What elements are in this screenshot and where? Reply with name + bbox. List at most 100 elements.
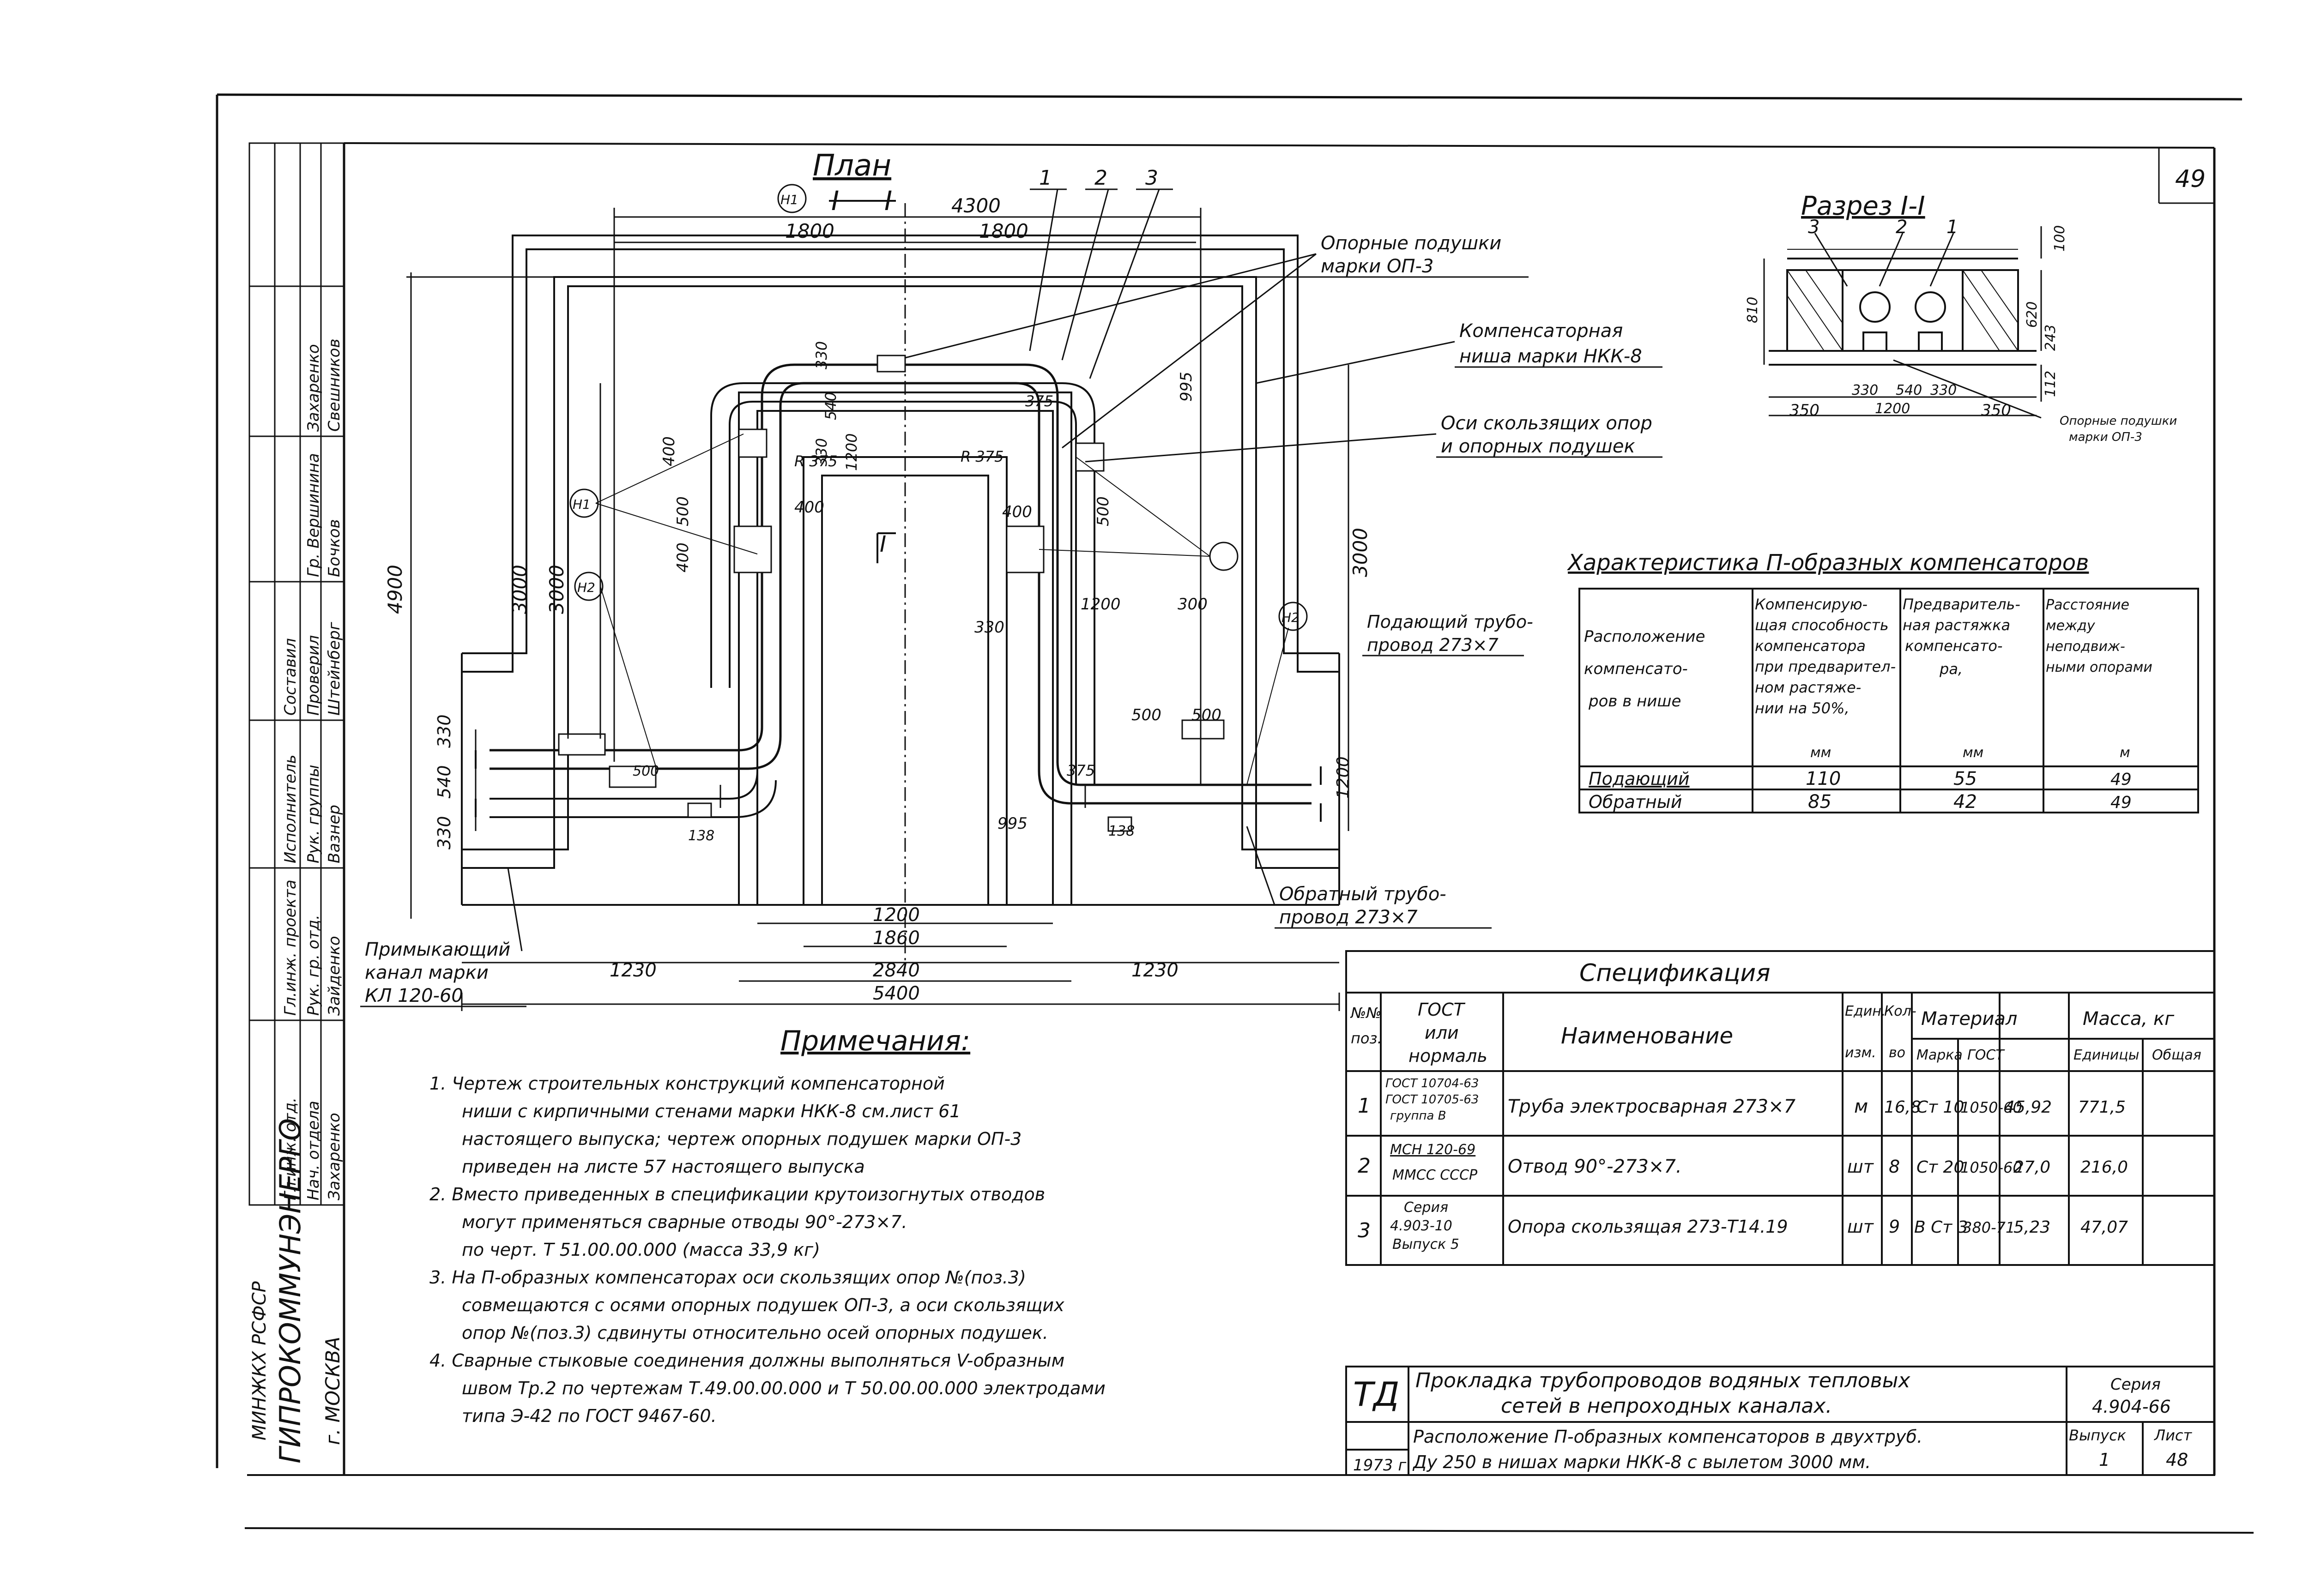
section-drawing (1769, 258, 2037, 366)
svg-text:компенсато-: компенсато- (1584, 660, 1688, 678)
svg-text:500: 500 (1094, 496, 1112, 526)
sheet-number: 49 (2175, 165, 2206, 193)
svg-text:1860: 1860 (873, 927, 920, 949)
svg-text:16,8: 16,8 (1884, 1098, 1921, 1117)
svg-text:Оси скользящих опор: Оси скользящих опор (1441, 413, 1652, 434)
mark-n1-top: Н1 (780, 192, 798, 207)
char-row-2-name: Обратный (1589, 792, 1682, 812)
svg-text:45,92: 45,92 (2004, 1098, 2052, 1117)
svg-text:1200: 1200 (1081, 595, 1121, 614)
svg-text:138: 138 (688, 828, 714, 844)
svg-text:или: или (1425, 1023, 1459, 1043)
svg-text:Кол-: Кол- (1884, 1003, 1916, 1019)
stamp-name-4: Штейнберг (325, 621, 344, 716)
svg-text:620: 620 (2024, 301, 2040, 328)
svg-text:КЛ 120-60: КЛ 120-60 (365, 985, 463, 1006)
series-value: 4.904-66 (2092, 1397, 2171, 1417)
svg-text:330: 330 (434, 816, 454, 849)
svg-text:47,07: 47,07 (2080, 1218, 2128, 1237)
stamp-name-1: Захаренко (325, 1113, 344, 1200)
svg-text:350: 350 (1789, 401, 1819, 420)
stamp-name-8: Захаренко (304, 344, 323, 432)
notes-title: Примечания: (780, 1025, 970, 1057)
svg-text:3: 3 (1358, 1219, 1371, 1242)
mark-n1-left: Н1 (573, 497, 591, 512)
svg-text:330: 330 (1930, 382, 1957, 398)
sheet-label: Лист (2154, 1427, 2192, 1444)
svg-text:1200: 1200 (873, 904, 920, 926)
svg-text:шт: шт (1847, 1217, 1874, 1237)
svg-text:ГОСТ: ГОСТ (1418, 1000, 1466, 1020)
svg-text:400: 400 (794, 498, 824, 517)
svg-text:9: 9 (1889, 1217, 1900, 1237)
svg-text:Предваритель-: Предваритель- (1903, 596, 2020, 613)
title-year: 1973 г (1353, 1456, 1407, 1475)
svg-text:Масса, кг: Масса, кг (2083, 1008, 2175, 1030)
plan-dimension-lines (406, 208, 1358, 1011)
svg-text:1200: 1200 (843, 434, 860, 471)
char-row-2-v2: 42 (1953, 791, 1977, 813)
svg-text:1230: 1230 (610, 960, 657, 981)
title-block-text: ТД Прокладка трубопроводов водяных тепло… (1353, 1369, 2192, 1475)
stamp-city: г. МОСКВА (321, 1337, 344, 1445)
stamp-role-2: Гл.инж. отд. (281, 1097, 300, 1200)
svg-text:375: 375 (1025, 392, 1053, 410)
svg-text:Выпуск 5: Выпуск 5 (1392, 1236, 1459, 1253)
svg-text:совмещаются с осями опорных по: совмещаются с осями опорных подушек ОП-3… (462, 1295, 1064, 1315)
svg-text:4.903-10: 4.903-10 (1390, 1218, 1452, 1234)
plan-marks: Н1 Н1 Н2 Н2 (569, 184, 1308, 785)
plan-leader-labels: Опорные подушки марки ОП-3 Компенсаторна… (360, 233, 1662, 1007)
svg-text:1230: 1230 (1131, 960, 1179, 981)
svg-text:поз.: поз. (1351, 1030, 1382, 1047)
svg-text:1050-60: 1050-60 (1960, 1159, 2022, 1176)
svg-text:настоящего выпуска; чертеж опо: настоящего выпуска; чертеж опорных подуш… (462, 1129, 1022, 1149)
stamp-role-3: Рук. гр. отд. (304, 915, 323, 1016)
svg-text:330: 330 (434, 714, 454, 748)
side-stamp (248, 142, 345, 1206)
svg-text:8: 8 (1889, 1156, 1900, 1177)
svg-text:Опорные подушки: Опорные подушки (2060, 414, 2177, 428)
svg-text:№№: №№ (1350, 1004, 1382, 1022)
svg-text:1200: 1200 (1875, 401, 1910, 417)
svg-text:2840: 2840 (873, 960, 920, 981)
svg-text:500: 500 (1131, 706, 1161, 724)
char-row-1-v3: 49 (2110, 770, 2132, 789)
sheet-value: 48 (2166, 1450, 2188, 1470)
svg-text:330: 330 (813, 438, 830, 466)
svg-text:шт: шт (1847, 1156, 1874, 1177)
svg-text:при предварител-: при предварител- (1755, 658, 1896, 675)
svg-text:4. Сварные стыковые соединения: 4. Сварные стыковые соединения должны вы… (429, 1350, 1064, 1371)
svg-text:500: 500 (1191, 706, 1221, 724)
svg-text:540: 540 (434, 765, 454, 799)
svg-text:540: 540 (1896, 382, 1922, 398)
svg-text:между: между (2046, 618, 2096, 634)
svg-text:375: 375 (1067, 762, 1095, 779)
svg-text:Труба электросварная 273×7: Труба электросварная 273×7 (1508, 1096, 1796, 1117)
stamp-role-1: Нач. отдела (304, 1101, 323, 1200)
series-label: Серия (2110, 1375, 2161, 1394)
svg-text:3000: 3000 (1349, 528, 1372, 577)
svg-text:810: 810 (1745, 297, 1761, 323)
svg-text:ГОСТ 10705-63: ГОСТ 10705-63 (1385, 1093, 1479, 1107)
svg-text:300: 300 (1178, 595, 1208, 614)
characteristics-rows: Подающий 110 55 49 Обратный 85 42 49 (1589, 768, 2132, 813)
svg-text:м: м (1854, 1096, 1868, 1117)
characteristics-title: Характеристика П-образных компенсаторов (1566, 550, 2089, 576)
svg-text:Отвод 90°-273×7.: Отвод 90°-273×7. (1508, 1156, 1682, 1177)
svg-text:350: 350 (1981, 401, 2011, 420)
svg-text:1800: 1800 (979, 220, 1028, 242)
svg-text:канал марки: канал марки (365, 962, 489, 983)
callout-2: 2 (1094, 166, 1107, 190)
svg-text:мм: мм (1810, 745, 1831, 761)
specification-title: Спецификация (1579, 959, 1771, 987)
stamp-role-4: Гл.инж. проекта (281, 879, 300, 1016)
stamp-name-3: Вазнер (325, 805, 344, 863)
svg-text:112: 112 (2043, 371, 2059, 397)
svg-text:Обратный трубо-: Обратный трубо- (1279, 884, 1446, 905)
svg-text:3000: 3000 (508, 565, 531, 614)
notes-text: 1. Чертеж строительных конструкций компе… (429, 1073, 1106, 1426)
svg-text:и опорных подушек: и опорных подушек (1441, 436, 1635, 457)
svg-text:I: I (831, 185, 839, 217)
svg-text:1: 1 (1358, 1094, 1371, 1118)
